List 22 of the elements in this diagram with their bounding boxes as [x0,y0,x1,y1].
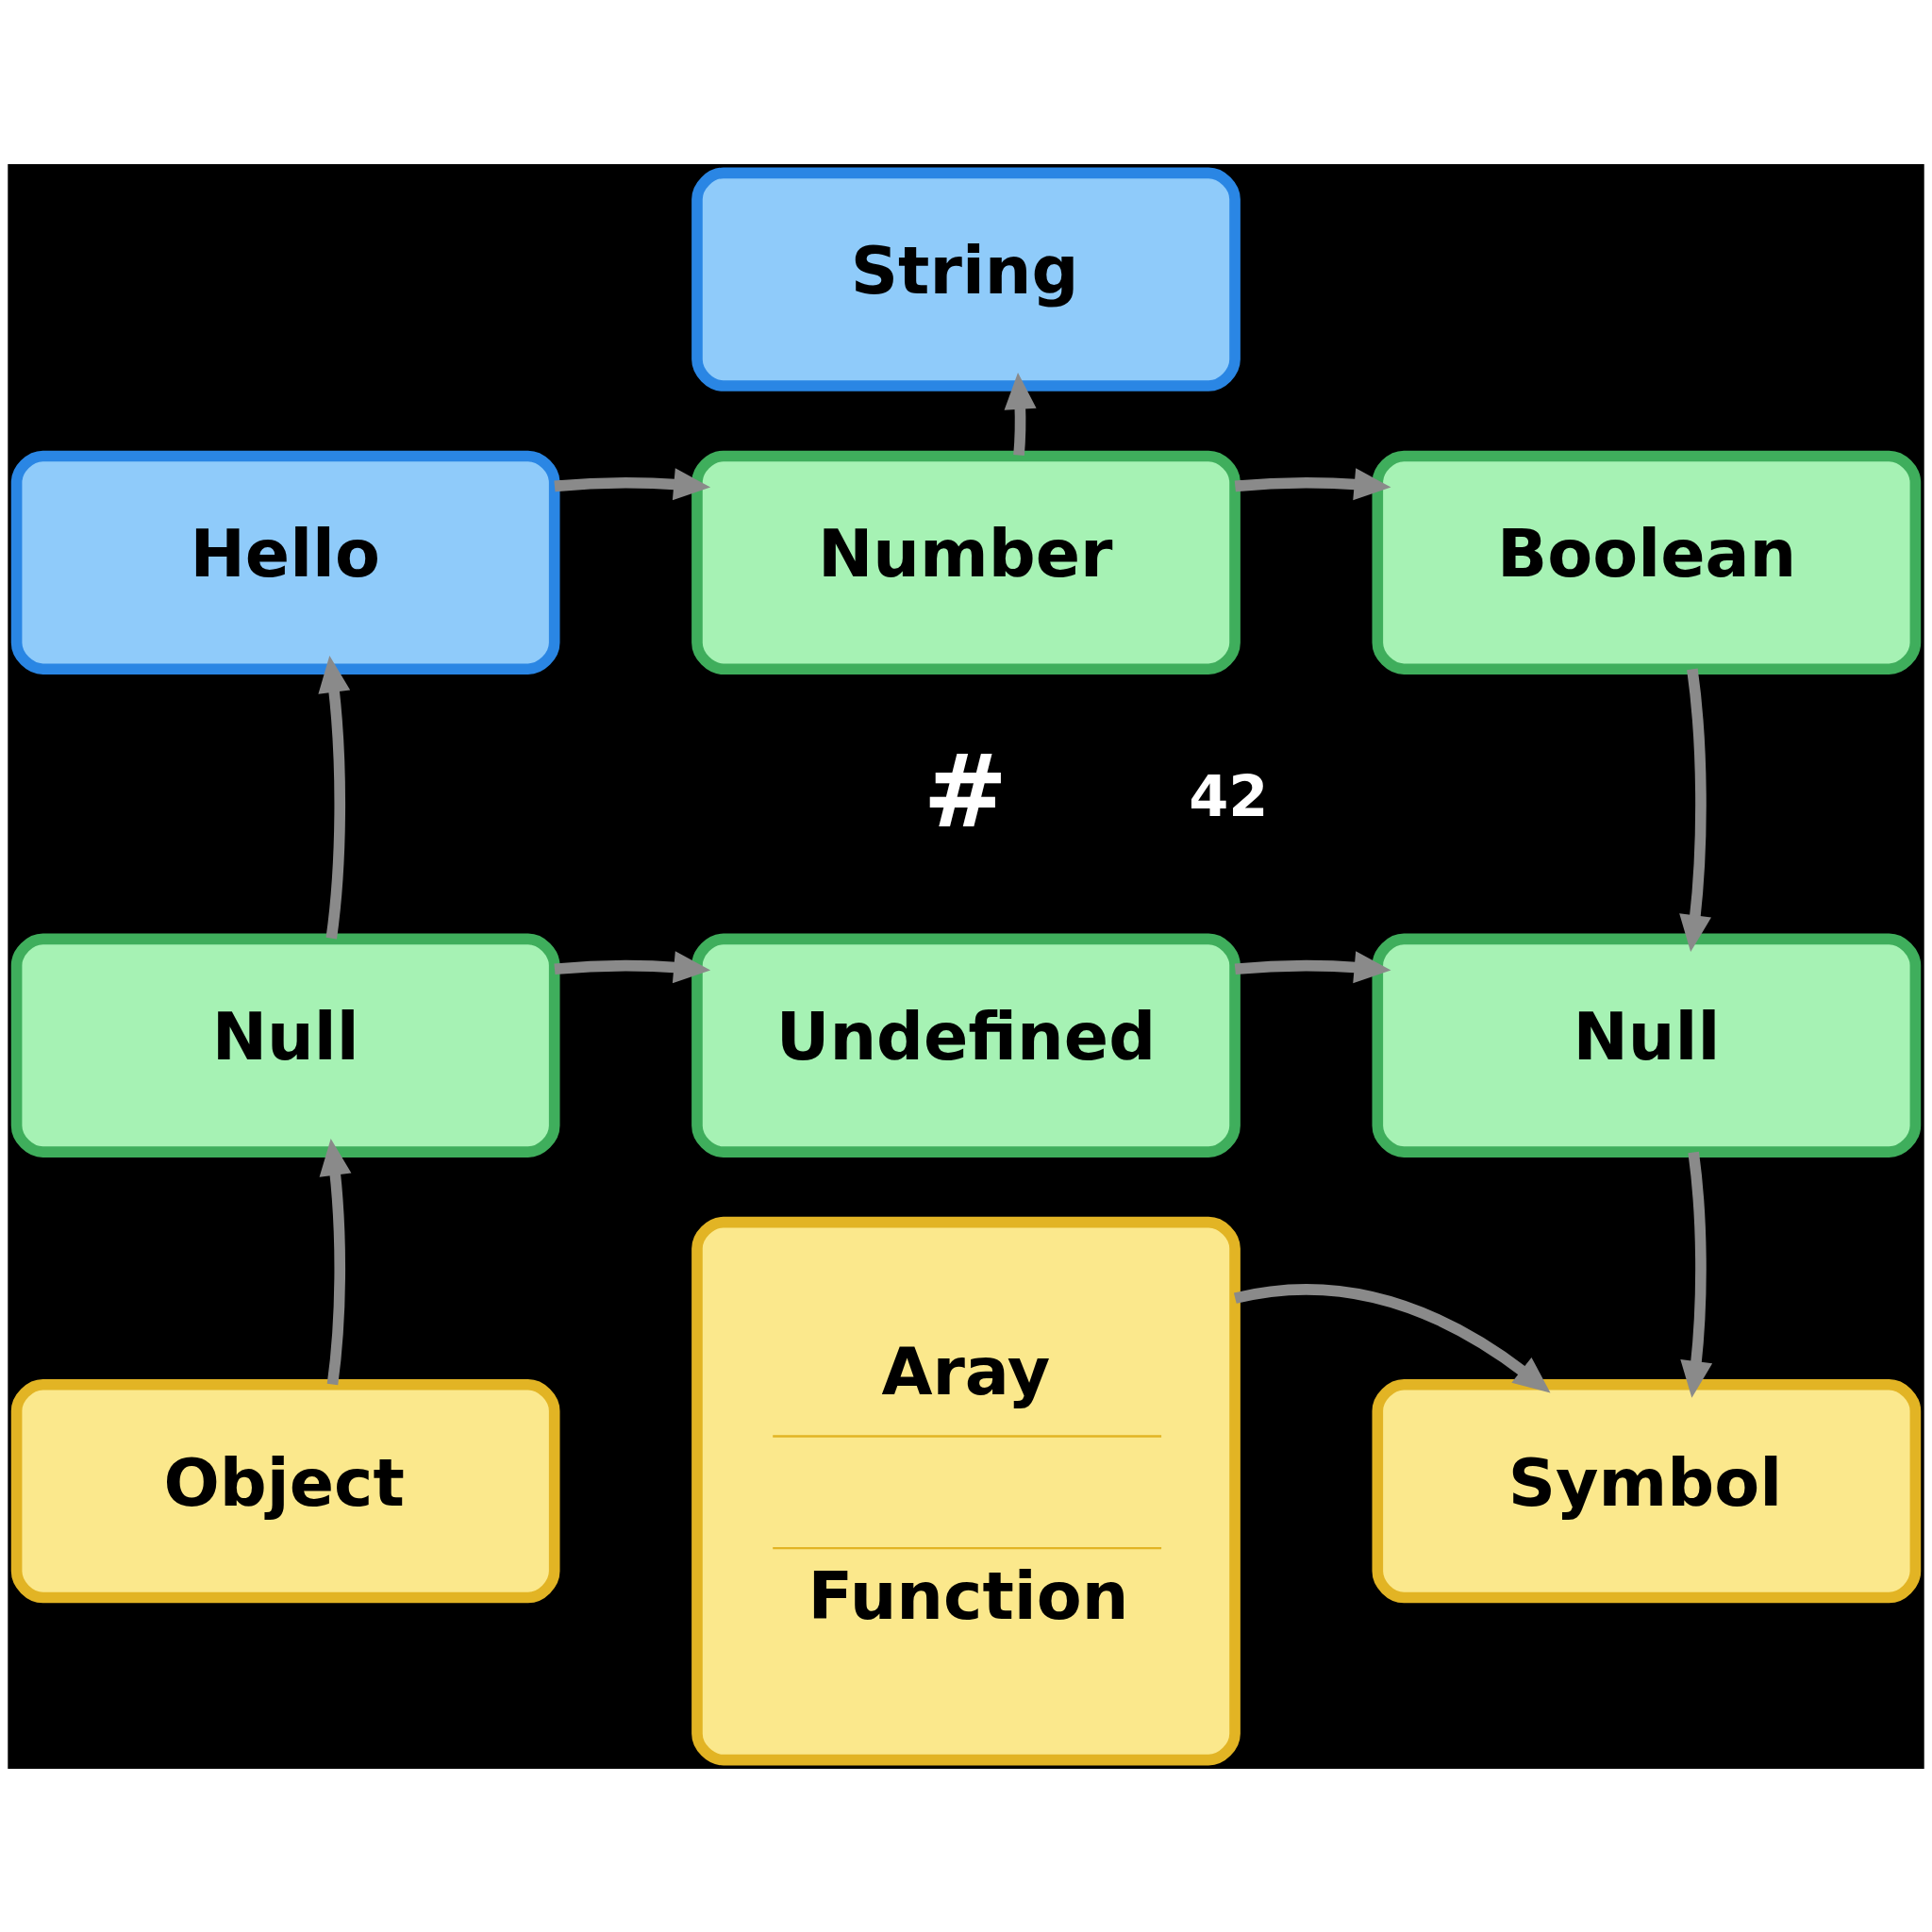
arrow [1234,1283,1551,1392]
arrow [318,655,351,939]
node-box: Hello [10,450,560,675]
arrow [1004,372,1037,456]
node-box: Object [10,1378,560,1603]
node-box: Number [691,450,1241,675]
arrow [319,1138,352,1385]
arrow [1679,668,1711,952]
node-box: Aray Function [691,1216,1241,1765]
node-box: Undefined [691,933,1241,1158]
node-box: Null [10,933,560,1158]
label: # [923,732,1008,850]
node-box: Null [1372,933,1922,1158]
arrow [554,950,711,983]
arrow [1234,950,1391,983]
node-box: Boolean [1372,450,1922,675]
label: 42 [1189,762,1269,829]
node-box: Symbol [1372,1378,1922,1603]
node-box: String [691,167,1241,391]
arrow [1234,467,1391,500]
arrow [554,467,711,500]
arrow [1680,1151,1713,1398]
